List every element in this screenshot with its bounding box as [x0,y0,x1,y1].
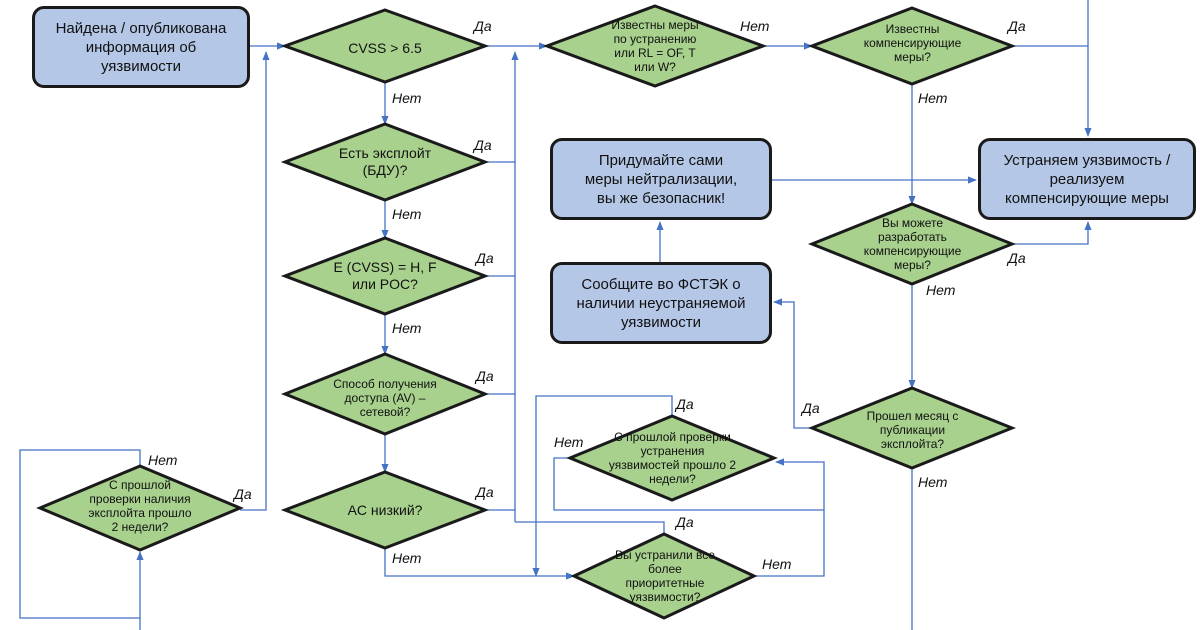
label-month-yes: Да [802,400,820,416]
connector-recheck-exploit-no [19,449,144,619]
label-ac-yes: Да [476,484,494,500]
label-priority-yes: Да [676,514,694,530]
decision-recheck-fix-shape [566,414,778,502]
decision-access-vector-text: Способ получения доступа (AV) – сетевой? [333,377,437,419]
connector-recheck-fix-yes [532,395,673,577]
invent-measures-box: Придумайте сами меры нейтрализации, вы ж… [550,138,772,220]
decision-exploit-bdu-shape [280,122,490,202]
label-av-yes: Да [476,368,494,384]
connector-candevelop-yes [1012,221,1092,245]
decision-e-cvss-shape [280,236,490,316]
label-cvss-yes: Да [474,18,492,34]
decision-month-passed-text: Прошел месяц с публикации эксплойта? [866,409,959,451]
decision-ac-low-text: AC низкий? [347,501,423,518]
label-exploit-yes: Да [474,137,492,153]
decision-known-fix-shape [542,4,768,88]
label-ac-no: Нет [392,550,422,566]
decision-priority-fixed-text: Вы устранили все более приоритетные уязв… [615,548,715,604]
label-knowncomp-yes: Да [1008,18,1026,34]
decision-recheck-exploit-shape [36,464,244,552]
decision-can-develop-shape [807,202,1017,286]
label-recheck-exploit-no: Нет [148,452,178,468]
label-knownfix-no: Нет [740,18,770,34]
connector-ac-no [384,548,575,580]
decision-cvss-shape [280,8,490,84]
label-priority-no: Нет [762,556,792,572]
label-cvss-no: Нет [392,90,422,106]
label-month-no: Нет [918,474,948,490]
label-knowncomp-no: Нет [918,90,948,106]
decision-can-develop-text: Вы можете разработать компенсирующие мер… [863,216,962,272]
decision-access-vector-shape [280,352,490,436]
connector-month-yes [773,298,812,429]
connector-priority-yes [515,521,665,534]
connector-priority-no [754,510,825,577]
label-ecvss-yes: Да [476,250,494,266]
label-recheck-fix-yes: Да [676,396,694,412]
label-exploit-no: Нет [392,206,422,222]
decision-ac-low-shape [280,470,490,550]
report-fstek-box: Сообщите во ФСТЭК о наличии неустраняемо… [550,262,772,344]
decision-known-fix-text: Известны меры по устранению или RL = OF,… [611,18,699,74]
label-recheck-fix-no: Нет [554,434,584,450]
decision-priority-fixed-shape [570,532,758,620]
connector-recheck-fix-no [553,457,825,511]
decision-known-comp-text: Известны компенсирующие меры? [863,22,962,64]
decision-e-cvss-text: E (CVSS) = H, F или POC? [333,259,437,292]
label-candevelop-no: Нет [926,282,956,298]
fix-vulnerability-box: Устраняем уязвимость / реализуем компенс… [978,138,1196,220]
connector-knowncomp-yes [1012,45,1092,137]
label-recheck-exploit-yes: Да [234,486,252,502]
decision-known-comp-shape [807,6,1017,86]
label-candevelop-yes: Да [1008,250,1026,266]
connector-recheck-yes-up [240,51,270,511]
decision-exploit-bdu-text: Есть эксплойт (БДУ)? [338,145,432,178]
decision-cvss-text: CVSS > 6.5 [348,39,422,56]
found-published-box: Найдена / опубликована информация об уяз… [32,6,250,88]
decision-recheck-exploit-text: С прошлой проверки наличия эксплойта про… [88,478,192,534]
decision-recheck-fix-text: С прошлой проверки устранения уязвимосте… [608,430,737,486]
decision-month-passed-shape [807,386,1017,470]
label-ecvss-no: Нет [392,320,422,336]
